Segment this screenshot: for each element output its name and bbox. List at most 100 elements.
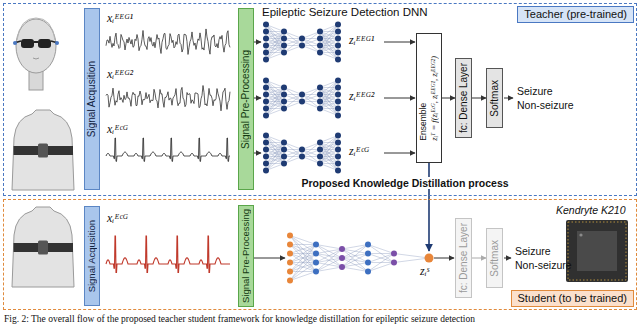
network-neuron — [263, 43, 269, 49]
network-link — [266, 136, 284, 157]
vertical-text: Signal Pre-Processing — [240, 50, 252, 149]
network-link — [394, 258, 429, 263]
network-neuron — [263, 92, 269, 98]
network-link — [320, 143, 338, 164]
network-neuron — [281, 99, 287, 105]
network-neuron — [313, 260, 319, 266]
network-link — [290, 245, 316, 281]
network-link — [342, 267, 368, 272]
network-link — [368, 254, 394, 263]
network-neuron — [317, 92, 323, 98]
network-neuron — [335, 43, 341, 49]
network-link — [266, 88, 284, 109]
chip-body — [566, 220, 628, 282]
preprocessing-bar: Signal Pre-Processing — [238, 205, 254, 307]
network-neuron — [263, 50, 269, 56]
network-link — [320, 39, 338, 60]
network-link — [290, 245, 316, 254]
network-link — [320, 143, 338, 164]
network-neuron — [317, 147, 323, 153]
network-link — [342, 245, 368, 268]
glasses-frame — [14, 41, 58, 43]
network-neuron — [263, 140, 269, 146]
network-link — [266, 143, 284, 164]
panel-tab: Student (to be trained) — [511, 290, 634, 307]
network-link — [316, 258, 342, 272]
network-link — [320, 136, 338, 157]
output-class: Non-seizure — [515, 259, 572, 271]
network-link — [290, 244, 316, 245]
network-neuron — [263, 161, 269, 167]
network-link — [266, 95, 284, 116]
network-neuron — [365, 269, 371, 275]
network-neuron — [335, 147, 341, 153]
network-neuron — [263, 78, 269, 84]
network-link — [290, 236, 316, 272]
eeg-signal — [106, 29, 230, 55]
network-link — [266, 39, 284, 60]
node-text: fc: Dense Layer — [458, 63, 470, 133]
network-link — [290, 272, 316, 281]
head — [16, 19, 56, 73]
network-link — [368, 253, 394, 254]
vertical-text: Softmax — [489, 80, 501, 117]
network-link — [266, 25, 284, 46]
network-neuron — [281, 154, 287, 160]
network-neuron — [335, 99, 341, 105]
network-neuron — [263, 99, 269, 105]
network-link — [320, 88, 338, 109]
network-neuron — [287, 233, 293, 239]
network-link — [320, 81, 338, 102]
network-link — [316, 245, 342, 268]
arrow — [384, 153, 415, 154]
neural-network — [287, 233, 434, 284]
signal-acquisition-bar: Signal Acqusition — [84, 8, 100, 190]
dense-layer-box: fc: Dense Layer — [455, 218, 472, 298]
network-neuron — [263, 113, 269, 119]
network-link — [368, 245, 394, 254]
node-text: zᵢᵀ = f(zᵢᴱᶜᴳ, zᵢᴱᴱᴳ¹, zᵢᴱᴱᴳ²) — [429, 56, 440, 141]
network-neuron — [263, 154, 269, 160]
node-text: Softmax — [489, 80, 501, 117]
network-link — [290, 245, 316, 272]
network-neuron — [317, 99, 323, 105]
network-neuron — [365, 260, 371, 266]
arrow — [434, 258, 454, 259]
network-neuron — [335, 106, 341, 112]
feature-label: zᵢᴱᴱᴳ¹ — [349, 34, 374, 48]
ecg-signal — [106, 138, 230, 161]
network-link — [290, 245, 316, 254]
output-class: Seizure — [517, 85, 553, 97]
signal-acquisition-bar: Signal Acqusition — [84, 206, 100, 306]
vertical-text: fc: Dense Layer — [458, 223, 470, 293]
network-link — [290, 236, 316, 263]
network-neuron — [299, 43, 305, 49]
arrow-connector — [442, 98, 455, 99]
node-text: Signal Pre-Processing — [240, 209, 252, 303]
network-neuron — [335, 57, 341, 63]
softmax-box: Softmax — [486, 228, 503, 288]
network-neuron — [425, 254, 434, 263]
network-link — [320, 95, 338, 116]
network-neuron — [299, 99, 305, 105]
network-link — [290, 254, 316, 281]
glasses-lens — [38, 39, 51, 48]
network-neuron — [335, 85, 341, 91]
network-neuron — [391, 251, 397, 257]
network-link — [320, 88, 338, 109]
vertical-text: Ensemblezᵢᵀ = f(zᵢᴱᶜᴳ, zᵢᴱᴱᴳ¹, zᵢᴱᴱᴳ²) — [418, 56, 440, 141]
network-neuron — [281, 85, 287, 91]
network-link — [320, 25, 338, 46]
signal-label: xᵢᴱᶜᴳ — [106, 123, 129, 137]
neural-network — [263, 22, 341, 63]
network-neuron — [317, 36, 323, 42]
ecg-sensor — [38, 241, 48, 255]
feature-label: zᵢˢ — [420, 265, 429, 279]
network-neuron — [317, 43, 323, 49]
network-neuron — [287, 278, 293, 284]
neural-networks — [263, 22, 434, 284]
torso-illustration — [12, 110, 74, 190]
feature-label: zᵢᴱᴱᴳ² — [349, 90, 374, 104]
network-link — [320, 32, 338, 53]
network-neuron — [317, 85, 323, 91]
